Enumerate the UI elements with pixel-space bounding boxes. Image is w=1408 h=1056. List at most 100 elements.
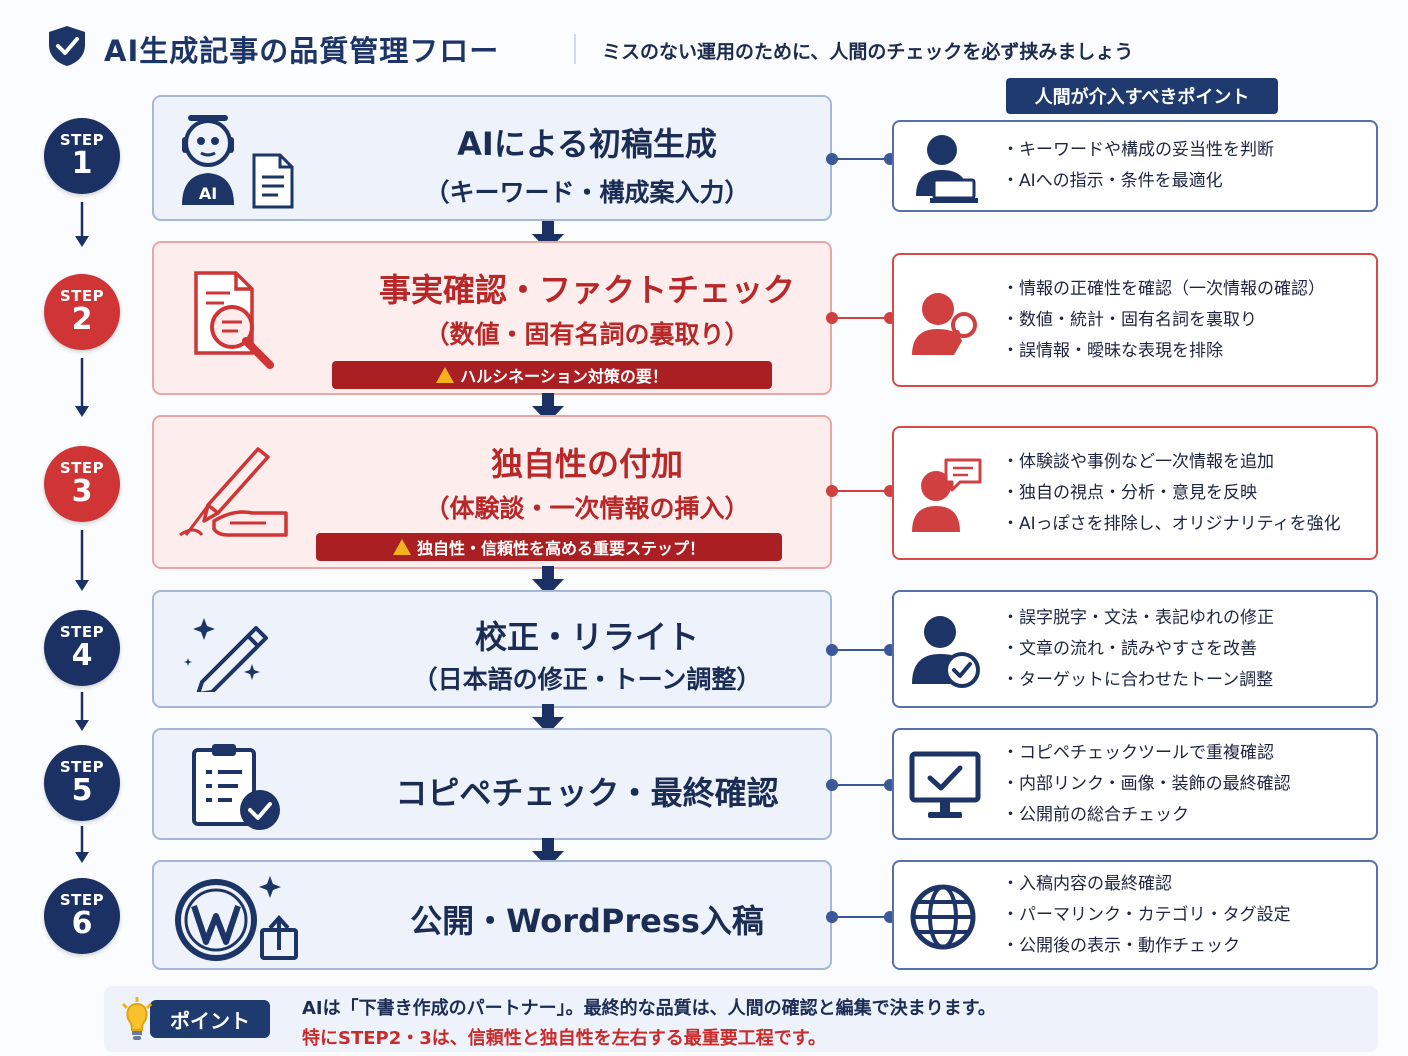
step-label: STEP — [59, 131, 105, 149]
warning-banner: 独自性・信頼性を高める重要ステップ！ — [316, 533, 782, 561]
warning-banner: ハルシネーション対策の要！ — [332, 361, 772, 389]
page-subtitle: ミスのない運用のために、人間のチェックを必ず挟みましょう — [602, 41, 1134, 63]
connector-dot — [826, 779, 838, 791]
step-title: 独自性の付加 — [490, 445, 683, 483]
connector-dot — [826, 312, 838, 324]
wordpress-upload-icon — [175, 876, 298, 961]
step-2-points: ・情報の正確性を確認（一次情報の確認） ・数値・統計・固有名詞を裏取り ・誤情報… — [892, 253, 1378, 387]
step-4-card: 校正・リライト （日本語の修正・トーン調整） — [152, 590, 832, 708]
arrow-down-icon — [75, 826, 89, 863]
step-subtitle: （体験談・一次情報の挿入） — [424, 494, 750, 523]
arrow-down-icon — [532, 393, 564, 423]
list-item: ・公開後の表示・動作チェック — [1002, 935, 1240, 956]
list-item: ・公開前の総合チェック — [1002, 804, 1189, 825]
monitor-check-icon — [909, 751, 981, 818]
step-label: STEP — [59, 287, 105, 305]
list-item: ・AIっぽさを排除し、オリジナリティを強化 — [1002, 513, 1341, 534]
step-6-points: ・入稿内容の最終確認 ・パーマリンク・カテゴリ・タグ設定 ・公開後の表示・動作チ… — [892, 860, 1378, 970]
connector-line — [832, 916, 894, 918]
shield-check-icon — [49, 26, 85, 66]
step-4-circle: STEP 4 — [44, 610, 120, 686]
step-title: 事実確認・ファクトチェック — [378, 271, 795, 309]
connector-dot — [826, 911, 838, 923]
points-list: ・情報の正確性を確認（一次情報の確認） ・数値・統計・固有名詞を裏取り ・誤情報… — [1002, 255, 1325, 385]
step-number: 1 — [71, 146, 93, 181]
step-label: STEP — [59, 459, 105, 477]
step-title: コピペチェック・最終確認 — [395, 774, 779, 812]
step-title: 公開・WordPress入稿 — [410, 902, 764, 940]
step-title: 校正・リライト — [474, 618, 699, 656]
step-subtitle: （日本語の修正・トーン調整） — [412, 665, 762, 694]
point-text-main: AIは「下書き作成のパートナー」。最終的な品質は、人間の確認と編集で決まります。 — [302, 998, 996, 1019]
step-number: 2 — [71, 302, 93, 337]
connector-dot — [826, 644, 838, 656]
connector-dot — [826, 153, 838, 165]
person-speech-icon — [912, 458, 982, 532]
point-banner — [104, 986, 1378, 1052]
list-item: ・ターゲットに合わせたトーン調整 — [1002, 669, 1274, 690]
list-item: ・入稿内容の最終確認 — [1002, 873, 1172, 894]
list-item: ・文章の流れ・読みやすさを改善 — [1002, 638, 1257, 659]
step-2-circle: STEP 2 — [44, 274, 120, 350]
clipboard-check-icon — [192, 744, 280, 830]
arrow-down-icon — [75, 358, 89, 417]
list-item: ・キーワードや構成の妥当性を判断 — [1002, 140, 1274, 160]
header-divider — [574, 34, 576, 64]
list-item: ・独自の視点・分析・意見を反映 — [1002, 482, 1257, 503]
step-1-circle: STEP 1 — [44, 118, 120, 194]
list-item: ・数値・統計・固有名詞を裏取り — [1002, 309, 1257, 330]
hand-writing-icon — [179, 447, 288, 537]
list-item: ・内部リンク・画像・装飾の最終確認 — [1002, 773, 1291, 794]
list-item: ・パーマリンク・カテゴリ・タグ設定 — [1002, 904, 1291, 925]
pencil-sparkle-icon — [184, 618, 268, 692]
step-number: 4 — [71, 638, 93, 673]
connector-line — [832, 490, 894, 492]
step-subtitle: （数値・固有名詞の裏取り） — [424, 320, 750, 349]
step-5-points: ・コピペチェックツールで重複確認 ・内部リンク・画像・装飾の最終確認 ・公開前の… — [892, 728, 1378, 840]
list-item: ・情報の正確性を確認（一次情報の確認） — [1002, 278, 1325, 299]
connector-line — [832, 649, 894, 651]
warning-icon — [392, 539, 411, 555]
step-label: STEP — [59, 758, 105, 776]
robot-ai-text: AI — [199, 184, 217, 203]
point-text-emphasis: 特にSTEP2・3は、信頼性と独自性を左右する最重要工程です。 — [302, 1028, 826, 1049]
points-list: ・キーワードや構成の妥当性を判断 ・AIへの指示・条件を最適化 — [1002, 122, 1274, 210]
list-item: ・誤字脱字・文法・表記ゆれの修正 — [1002, 607, 1274, 628]
step-3-circle: STEP 3 — [44, 446, 120, 522]
document-magnifier-icon — [194, 271, 274, 369]
globe-icon — [910, 884, 976, 950]
points-list: ・コピペチェックツールで重複確認 ・内部リンク・画像・装飾の最終確認 ・公開前の… — [1002, 730, 1291, 838]
step-label: STEP — [59, 623, 105, 641]
human-points-badge: 人間が介入すべきポイント — [1006, 78, 1278, 114]
step-5-circle: STEP 5 — [44, 745, 120, 821]
step-1-card: AI AIによる初稿生成 （キーワード・構成案入力） — [152, 95, 832, 221]
points-list: ・入稿内容の最終確認 ・パーマリンク・カテゴリ・タグ設定 ・公開後の表示・動作チ… — [1002, 862, 1291, 968]
arrow-down-icon — [532, 566, 564, 596]
list-item: ・誤情報・曖昧な表現を排除 — [1002, 340, 1223, 361]
person-check-icon — [912, 616, 980, 688]
arrow-down-icon — [75, 530, 89, 591]
step-subtitle: （キーワード・構成案入力） — [424, 178, 750, 207]
points-list: ・体験談や事例など一次情報を追加 ・独自の視点・分析・意見を反映 ・AIっぽさを… — [1002, 428, 1341, 558]
arrow-down-icon — [532, 704, 564, 734]
page-title: AI生成記事の品質管理フロー — [104, 34, 500, 68]
step-6-card: 公開・WordPress入稿 — [152, 860, 832, 970]
step-3-points: ・体験談や事例など一次情報を追加 ・独自の視点・分析・意見を反映 ・AIっぽさを… — [892, 426, 1378, 560]
connector-line — [832, 158, 894, 160]
step-title: AIによる初稿生成 — [457, 125, 717, 163]
robot-document-icon: AI — [182, 115, 294, 209]
point-badge: ポイント — [150, 1000, 270, 1038]
lightbulb-icon — [121, 997, 153, 1040]
points-list: ・誤字脱字・文法・表記ゆれの修正 ・文章の流れ・読みやすさを改善 ・ターゲットに… — [1002, 592, 1274, 706]
step-1-points: ・キーワードや構成の妥当性を判断 ・AIへの指示・条件を最適化 — [892, 120, 1378, 212]
warning-text: ハルシネーション対策の要！ — [460, 367, 668, 386]
step-5-card: コピペチェック・最終確認 — [152, 728, 832, 840]
step-number: 6 — [71, 906, 93, 941]
step-4-points: ・誤字脱字・文法・表記ゆれの修正 ・文章の流れ・読みやすさを改善 ・ターゲットに… — [892, 590, 1378, 708]
step-number: 3 — [71, 474, 93, 509]
person-search-icon — [912, 293, 977, 355]
step-number: 5 — [71, 773, 93, 808]
connector-line — [832, 317, 894, 319]
arrow-down-icon — [75, 692, 89, 731]
warning-icon — [436, 367, 455, 383]
